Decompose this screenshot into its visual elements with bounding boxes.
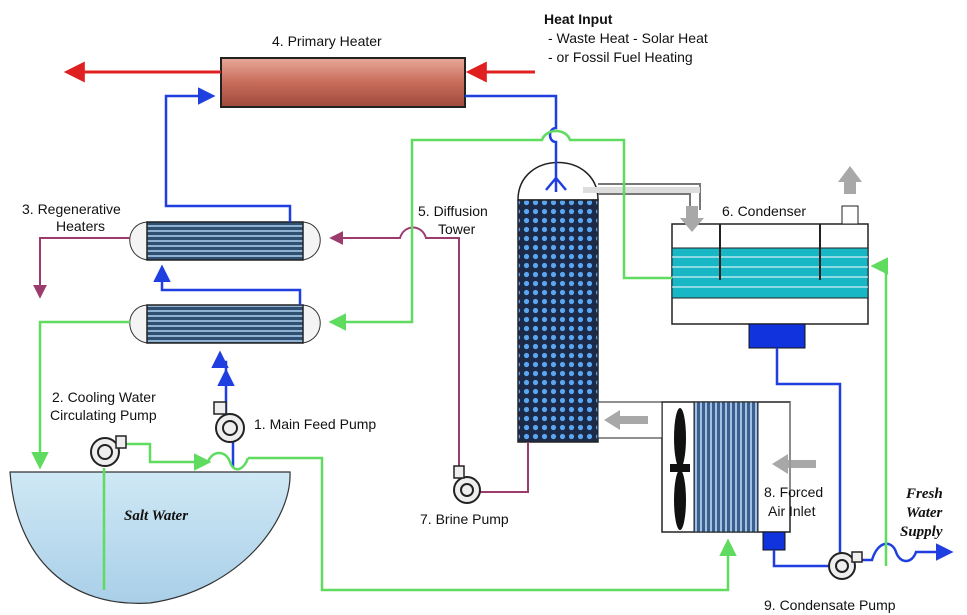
condensate-collector bbox=[762, 531, 786, 551]
brine-pump-icon bbox=[453, 465, 481, 504]
brine-pump-line bbox=[480, 442, 529, 493]
pump-icon bbox=[90, 435, 127, 467]
cooling-water-to-condenser bbox=[870, 257, 888, 566]
forced-air-label-2: Air Inlet bbox=[768, 503, 816, 519]
cooling-pump-label-2: Circulating Pump bbox=[50, 407, 157, 423]
condenser-to-lower-heater bbox=[328, 129, 672, 331]
heat-input-title: Heat Input bbox=[544, 11, 613, 27]
condenser-label: 6. Condenser bbox=[722, 203, 806, 219]
heat-input-line1: - Waste Heat - Solar Heat bbox=[548, 30, 708, 46]
primary-heater bbox=[220, 57, 466, 108]
salt-water-label: Salt Water bbox=[124, 508, 188, 524]
condensate-pump-icon bbox=[828, 551, 863, 580]
arrow-icon bbox=[604, 166, 862, 474]
condenser bbox=[671, 205, 869, 349]
regenerative-heater-upper bbox=[129, 221, 321, 261]
feed-line-to-primary-heater bbox=[164, 87, 292, 222]
diffusion-tower bbox=[517, 199, 599, 443]
fresh-water-output bbox=[856, 542, 954, 563]
cooling-water-to-air-cooler bbox=[248, 456, 737, 592]
salt-water-tank bbox=[9, 471, 291, 604]
fan-icon bbox=[670, 408, 690, 530]
condensate-pump-label: 9. Condensate Pump bbox=[764, 597, 896, 613]
brine-return-line bbox=[329, 226, 460, 472]
diffusion-tower-label-1: 5. Diffusion bbox=[418, 203, 488, 219]
cooling-pump-outlet bbox=[124, 442, 212, 471]
forced-air-label-1: 8. Forced bbox=[764, 484, 823, 500]
cooling-pump-label-1: 2. Cooling Water bbox=[52, 389, 156, 405]
diffusion-tower-label-2: Tower bbox=[438, 221, 476, 237]
regenerative-heaters-label-2: Heaters bbox=[56, 218, 105, 234]
fresh-water-label-1: Fresh bbox=[905, 486, 943, 502]
fresh-water-label-3: Supply bbox=[900, 524, 943, 540]
brine-outlet-line bbox=[33, 237, 130, 299]
main-feed-pump-label: 1. Main Feed Pump bbox=[254, 416, 376, 432]
vapor-duct bbox=[598, 183, 701, 210]
fresh-water-label-2: Water bbox=[906, 505, 943, 521]
brine-pump-label: 7. Brine Pump bbox=[420, 511, 509, 527]
hot-water-to-tower bbox=[465, 94, 558, 178]
cooling-water-to-tank bbox=[31, 320, 130, 470]
heat-input-line2: - or Fossil Fuel Heating bbox=[548, 49, 693, 65]
regenerative-heaters-label-1: 3. Regenerative bbox=[22, 201, 121, 217]
primary-heater-label: 4. Primary Heater bbox=[272, 33, 382, 49]
feed-line-between-heaters bbox=[153, 264, 302, 305]
main-feed-pump-icon bbox=[213, 401, 245, 443]
regenerative-heater-lower bbox=[129, 304, 321, 344]
